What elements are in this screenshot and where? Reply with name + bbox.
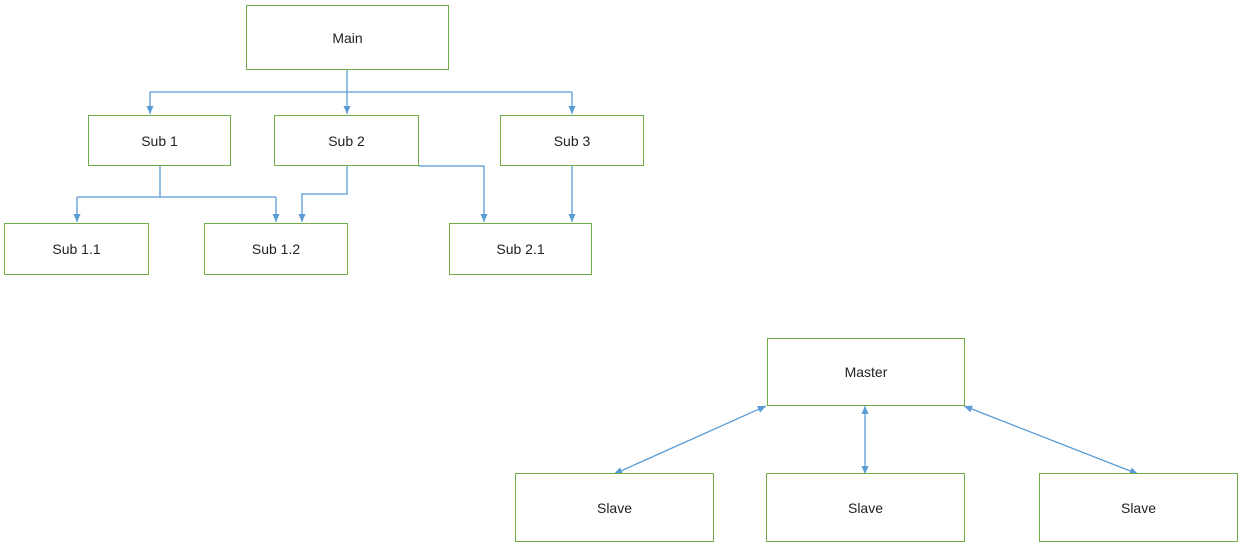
node-master-label: Master xyxy=(844,364,888,380)
node-sub3[interactable]: Sub 3 xyxy=(500,115,644,166)
node-sub2-1[interactable]: Sub 2.1 xyxy=(449,223,592,275)
node-sub1[interactable]: Sub 1 xyxy=(88,115,231,166)
node-slave-center[interactable]: Slave xyxy=(766,473,965,542)
node-sub1-2[interactable]: Sub 1.2 xyxy=(204,223,348,275)
node-slave-left-label: Slave xyxy=(596,499,633,516)
node-sub1-1-label: Sub 1.1 xyxy=(52,241,101,257)
node-slave-right[interactable]: Slave xyxy=(1039,473,1238,542)
node-slave-right-label: Slave xyxy=(1120,499,1157,516)
node-sub2[interactable]: Sub 2 xyxy=(274,115,419,166)
node-main[interactable]: Main xyxy=(246,5,449,70)
node-sub1-2-label: Sub 1.2 xyxy=(251,241,301,257)
node-sub2-label: Sub 2 xyxy=(328,132,365,149)
node-main-label: Main xyxy=(332,29,363,46)
arrow-master-slave-left xyxy=(613,405,767,475)
node-slave-left[interactable]: Slave xyxy=(515,473,714,542)
node-sub1-label: Sub 1 xyxy=(141,132,178,149)
node-sub1-1[interactable]: Sub 1.1 xyxy=(4,223,149,275)
arrow-sub2-to-sub2-1 xyxy=(418,165,488,222)
node-slave-center-label: Slave xyxy=(847,499,884,516)
arrow-master-slave-right xyxy=(963,405,1139,475)
node-master[interactable]: Master xyxy=(767,338,965,406)
node-sub3-label: Sub 3 xyxy=(553,132,591,149)
node-sub2-1-label: Sub 2.1 xyxy=(496,241,545,257)
arrow-sub2-to-sub1-2 xyxy=(298,166,348,222)
